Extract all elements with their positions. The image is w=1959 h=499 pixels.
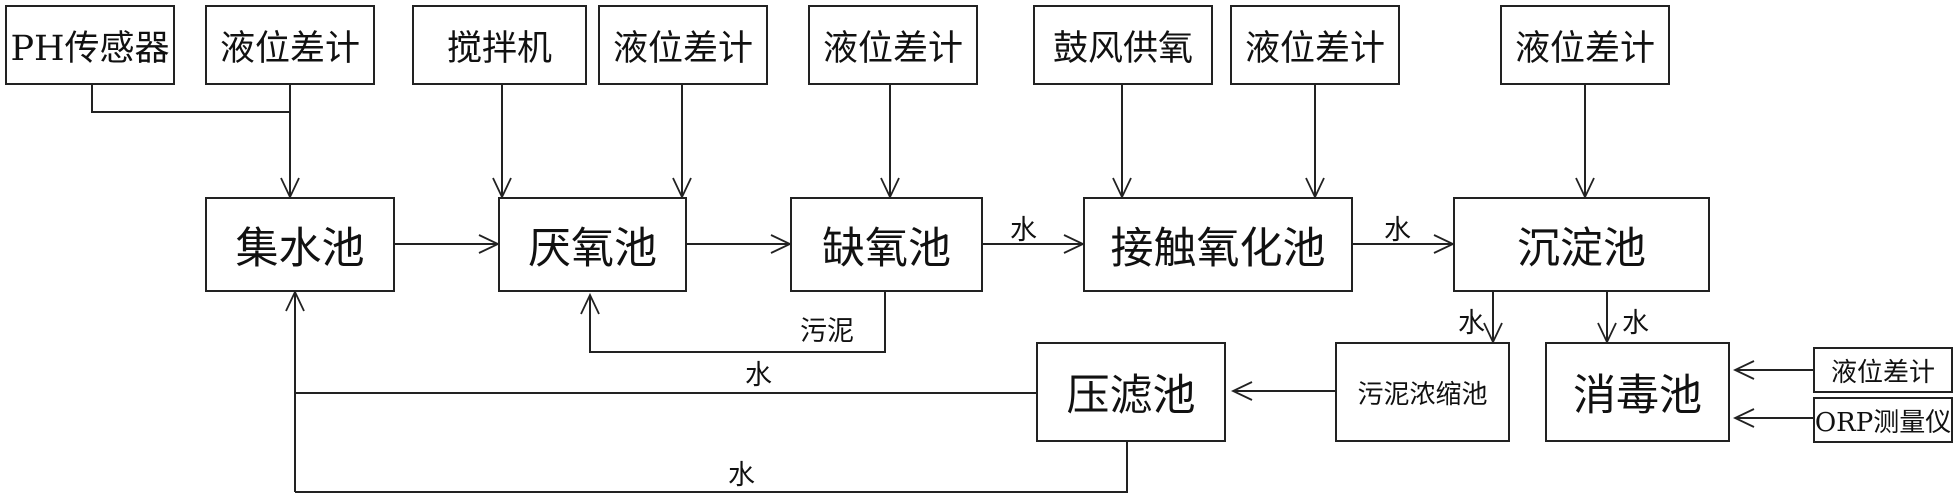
level-meter-box-1: 液位差计 xyxy=(205,5,375,85)
contact-oxidation-tank: 接触氧化池 xyxy=(1083,197,1353,292)
anoxic-tank: 缺氧池 xyxy=(790,197,983,292)
anaerobic-tank: 厌氧池 xyxy=(498,197,687,292)
ph-sensor-connector xyxy=(91,85,290,113)
level-meter-box-6: 液位差计 xyxy=(1813,347,1953,393)
water-label-contact-sedimentation: 水 xyxy=(1384,215,1411,246)
sludge-thickening-tank: 污泥浓缩池 xyxy=(1335,342,1510,442)
orp-meter-box: ORP测量仪 xyxy=(1813,397,1953,443)
water-label-return-lower: 水 xyxy=(728,460,755,491)
level-meter-box-2: 液位差计 xyxy=(598,5,768,85)
return-line-bottom xyxy=(295,442,1128,493)
level-meter-box-4: 液位差计 xyxy=(1230,5,1400,85)
sludge-label: 污泥 xyxy=(800,316,854,347)
ph-sensor-box: PH传感器 xyxy=(5,5,175,85)
sedimentation-tank: 沉淀池 xyxy=(1453,197,1710,292)
blower-box: 鼓风供氧 xyxy=(1033,5,1213,85)
collection-tank: 集水池 xyxy=(205,197,395,292)
level-meter-box-3: 液位差计 xyxy=(808,5,978,85)
level-meter-box-5: 液位差计 xyxy=(1500,5,1670,85)
arrow-sludge-return xyxy=(590,290,886,353)
mixer-box: 搅拌机 xyxy=(412,5,587,85)
water-label-return-upper: 水 xyxy=(745,360,772,391)
water-label-anoxic-contact: 水 xyxy=(1010,215,1037,246)
water-label-to-thickening: 水 xyxy=(1458,308,1485,339)
disinfection-tank: 消毒池 xyxy=(1545,342,1730,442)
water-label-to-disinfection: 水 xyxy=(1622,308,1649,339)
filter-press-tank: 压滤池 xyxy=(1036,342,1226,442)
